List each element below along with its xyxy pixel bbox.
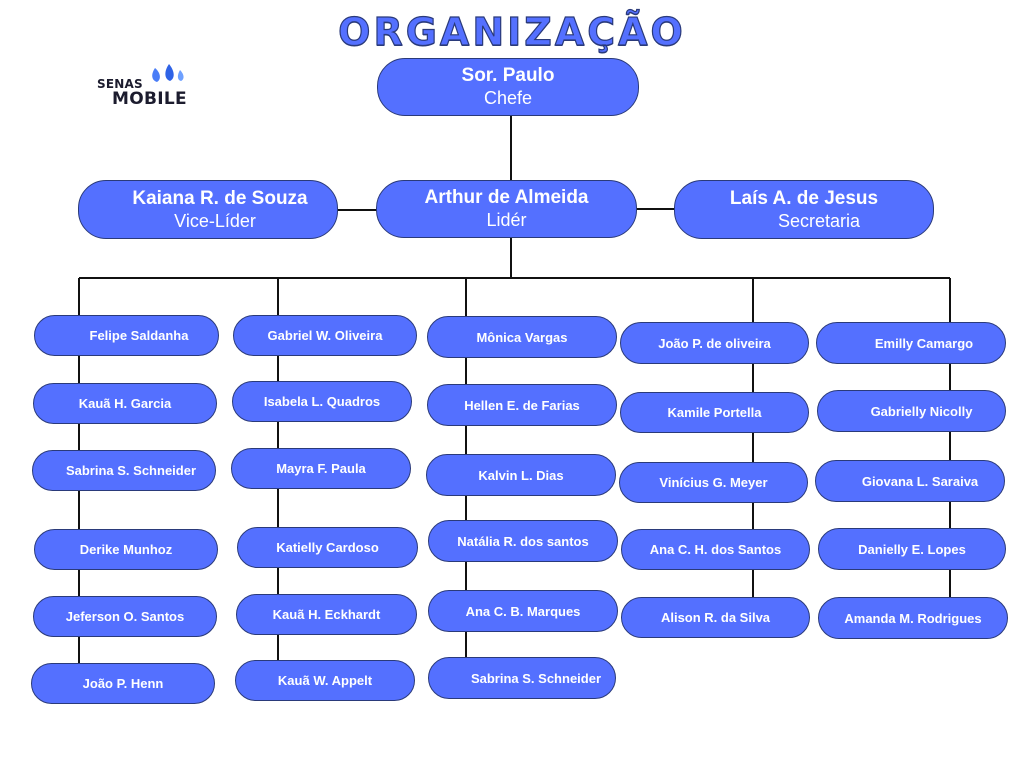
- drops-icon: [152, 64, 184, 82]
- member-name: Amanda M. Rodrigues: [844, 610, 982, 626]
- member-name: João P. Henn: [82, 676, 164, 691]
- member-name: Sabrina S. Schneider: [65, 463, 197, 478]
- member-node: Vinícius G. Meyer: [619, 462, 808, 503]
- member-node: Isabela L. Quadros: [232, 381, 412, 422]
- member-name: Danielly E. Lopes: [858, 541, 966, 557]
- member-name: Derike Munhoz: [79, 542, 173, 557]
- member-node: Danielly E. Lopes: [818, 528, 1006, 570]
- node-role: Secretaria: [777, 210, 861, 231]
- node-leader: Arthur de Almeida Lidér: [376, 180, 637, 238]
- member-name: Kamile Portella: [667, 405, 762, 420]
- member-node: Mônica Vargas: [427, 316, 617, 358]
- node-name: Sor. Paulo: [461, 65, 555, 86]
- member-node: Derike Munhoz: [34, 529, 218, 570]
- member-node: Kauã W. Appelt: [235, 660, 415, 701]
- node-name: Arthur de Almeida: [424, 187, 589, 208]
- member-name: Alison R. da Silva: [660, 610, 771, 625]
- member-node: Kauã H. Eckhardt: [236, 594, 417, 635]
- node-chief: Sor. Paulo Chefe: [377, 58, 639, 116]
- node-secretary: Laís A. de Jesus Secretaria: [674, 180, 934, 239]
- member-name: Isabela L. Quadros: [263, 394, 381, 409]
- node-role: Chefe: [483, 88, 533, 108]
- member-node: Kamile Portella: [620, 392, 809, 433]
- member-node: João P. de oliveira: [620, 322, 809, 364]
- member-node: Natália R. dos santos: [428, 520, 618, 562]
- member-node: Ana C. B. Marques: [428, 590, 618, 632]
- member-name: Sabrina S. Schneider: [470, 670, 602, 686]
- member-node: Giovana L. Saraiva: [815, 460, 1005, 502]
- member-node: João P. Henn: [31, 663, 215, 704]
- member-name: Gabriel W. Oliveira: [267, 328, 383, 343]
- node-vice-leader: Kaiana R. de Souza Vice-Líder: [78, 180, 338, 239]
- member-name: João P. de oliveira: [658, 335, 771, 351]
- node-role: Lidér: [486, 210, 527, 230]
- member-node: Alison R. da Silva: [621, 597, 810, 638]
- member-name: Kauã W. Appelt: [277, 673, 373, 688]
- member-name: Giovana L. Saraiva: [861, 473, 979, 489]
- member-name: Mônica Vargas: [476, 329, 568, 345]
- senas-mobile-logo: SENAS MOBILE: [97, 62, 192, 112]
- member-node: Felipe Saldanha: [34, 315, 219, 356]
- member-node: Katielly Cardoso: [237, 527, 418, 568]
- member-node: Hellen E. de Farias: [427, 384, 617, 426]
- member-node: Kauã H. Garcia: [33, 383, 217, 424]
- member-name: Kalvin L. Dias: [478, 467, 564, 483]
- member-node: Sabrina S. Schneider: [428, 657, 616, 699]
- node-name: Kaiana R. de Souza: [132, 187, 308, 209]
- member-node: Amanda M. Rodrigues: [818, 597, 1008, 639]
- logo-text-senas: SENAS: [97, 77, 143, 91]
- logo-text-mobile: MOBILE: [112, 89, 187, 109]
- member-name: Jeferson O. Santos: [65, 609, 185, 624]
- member-name: Mayra F. Paula: [276, 461, 366, 476]
- member-node: Gabrielly Nicolly: [817, 390, 1006, 432]
- member-name: Kauã H. Garcia: [78, 396, 172, 411]
- member-node: Jeferson O. Santos: [33, 596, 217, 637]
- member-node: Sabrina S. Schneider: [32, 450, 216, 491]
- member-node: Gabriel W. Oliveira: [233, 315, 417, 356]
- member-node: Ana C. H. dos Santos: [621, 529, 810, 570]
- member-node: Mayra F. Paula: [231, 448, 411, 489]
- member-node: Kalvin L. Dias: [426, 454, 616, 496]
- member-name: Gabrielly Nicolly: [870, 403, 973, 419]
- node-role: Vice-Líder: [174, 210, 256, 231]
- member-name: Emilly Camargo: [874, 335, 974, 351]
- member-name: Ana C. B. Marques: [465, 603, 581, 619]
- member-name: Katielly Cardoso: [276, 540, 379, 555]
- member-name: Natália R. dos santos: [457, 533, 589, 549]
- member-name: Ana C. H. dos Santos: [649, 542, 782, 557]
- member-name: Kauã H. Eckhardt: [272, 607, 381, 622]
- member-node: Emilly Camargo: [816, 322, 1006, 364]
- node-name: Laís A. de Jesus: [729, 187, 879, 209]
- member-name: Felipe Saldanha: [89, 328, 189, 343]
- member-name: Vinícius G. Meyer: [659, 475, 768, 490]
- member-name: Hellen E. de Farias: [464, 397, 580, 413]
- page-title: ORGANIZAÇÃO: [338, 9, 686, 54]
